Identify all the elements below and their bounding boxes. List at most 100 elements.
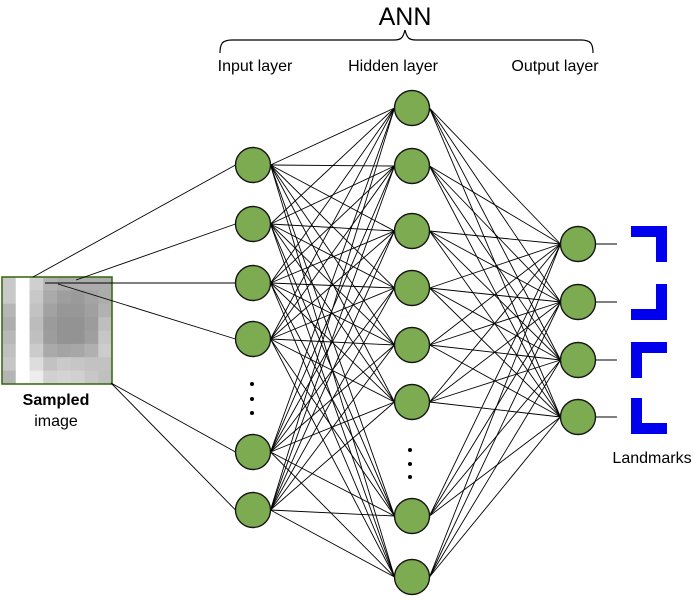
pixel-cell (2, 330, 17, 345)
hidden-node (393, 212, 431, 250)
pixel-cell (43, 290, 58, 305)
hidden-output-connection (429, 287, 561, 361)
landmark-bar (631, 309, 667, 320)
output-layer-label: Output layer (511, 58, 599, 75)
input-hidden-connection (270, 287, 395, 340)
pixel-cell (57, 317, 72, 331)
pixel-cell (2, 277, 17, 291)
input-hidden-connection (270, 107, 395, 284)
brace (219, 29, 594, 54)
input-hidden-connection (270, 451, 395, 517)
pixel-cell (29, 370, 44, 385)
hidden-output-connection (429, 416, 561, 578)
pixel-cell (2, 317, 17, 331)
hidden-output-connection (429, 165, 561, 303)
pixel-cell (2, 357, 17, 372)
output-node (559, 398, 597, 436)
hidden-output-connection (429, 243, 561, 346)
pixel-cell (29, 290, 44, 305)
pixel-cell (84, 317, 99, 331)
input-hidden-connection (270, 107, 395, 340)
pixel-cell (70, 357, 85, 372)
pixel-cell (70, 370, 85, 385)
pixel-cell (70, 317, 85, 331)
landmark-corner-bottom-left (631, 398, 667, 434)
pixel-cell (43, 330, 58, 345)
hidden-output-connection (429, 416, 561, 517)
hidden-output-connection (429, 243, 561, 403)
pixel-cell (84, 330, 99, 345)
hidden-output-connection (429, 107, 561, 245)
landmark-corner-bottom-right (631, 284, 667, 320)
pixel-cell (15, 277, 30, 291)
input-node (234, 146, 272, 184)
landmark-corner-top-right (631, 226, 667, 262)
input-hidden-connection (270, 344, 395, 511)
pixel-cell (57, 330, 72, 345)
input-node (234, 320, 272, 358)
input-hidden-connection (270, 230, 395, 511)
pixel-cell (57, 357, 72, 372)
hidden-node (393, 147, 431, 185)
ellipsis-dots (250, 382, 412, 479)
pixel-cell (70, 290, 85, 305)
output-node (559, 341, 597, 379)
sampled-image-border (1, 276, 113, 385)
ellipsis-dot (408, 462, 412, 466)
image-to-input-line (110, 382, 236, 511)
hidden-output-connection (429, 165, 561, 361)
input-node (234, 433, 272, 471)
landmark-brackets (631, 226, 667, 434)
input-hidden-connection (270, 509, 395, 578)
hidden-output-connection (429, 230, 561, 245)
hidden-output-connection (429, 165, 561, 418)
pixel-cell (29, 357, 44, 372)
hidden-node (393, 326, 431, 364)
input-hidden-connection (270, 165, 395, 340)
pixel-cell (2, 303, 17, 318)
pixel-cell (43, 343, 58, 358)
landmark-bar (656, 284, 667, 320)
hidden-output-connection (429, 243, 561, 578)
hidden-node (393, 89, 431, 127)
pixel-cell (29, 317, 44, 331)
input-hidden-connection (270, 107, 395, 453)
landmark-bar (631, 423, 667, 434)
hidden-output-connection (429, 301, 561, 403)
pixel-cell (57, 370, 72, 385)
pixel-cell (98, 330, 113, 345)
input-hidden-connection (270, 282, 395, 578)
pixel-cell (2, 290, 17, 305)
input-hidden-connection (270, 230, 395, 340)
pixel-cell (15, 357, 30, 372)
hidden-output-connection (429, 359, 561, 578)
landmark-bar (631, 342, 642, 378)
input-hidden-connection (270, 509, 395, 517)
input-hidden-connection (270, 107, 395, 225)
pixel-cell (43, 317, 58, 331)
pixel-cell (43, 357, 58, 372)
pixel-cell (15, 317, 30, 331)
input-hidden-connection (270, 165, 395, 511)
input-hidden-connection (270, 165, 395, 284)
pixel-cell (98, 303, 113, 318)
pixel-cell (98, 357, 113, 372)
pixel-cell (29, 343, 44, 358)
hidden-output-connection (429, 301, 561, 517)
sampled-image-pixels (1, 276, 113, 385)
ellipsis-dot (250, 397, 254, 401)
hidden-output-connection (429, 301, 561, 578)
hidden-node (393, 269, 431, 307)
landmark-bar (631, 398, 642, 434)
hidden-output-connection (429, 243, 561, 517)
input-node (234, 264, 272, 302)
input-hidden-connection (270, 107, 395, 166)
sampled-image-caption-line2: image (34, 413, 78, 430)
connection-lines (32, 107, 617, 578)
pixel-cell (98, 370, 113, 385)
neuron-nodes (234, 89, 597, 596)
pixel-cell (98, 343, 113, 358)
pixel-cell (29, 303, 44, 318)
ellipsis-dot (408, 448, 412, 452)
